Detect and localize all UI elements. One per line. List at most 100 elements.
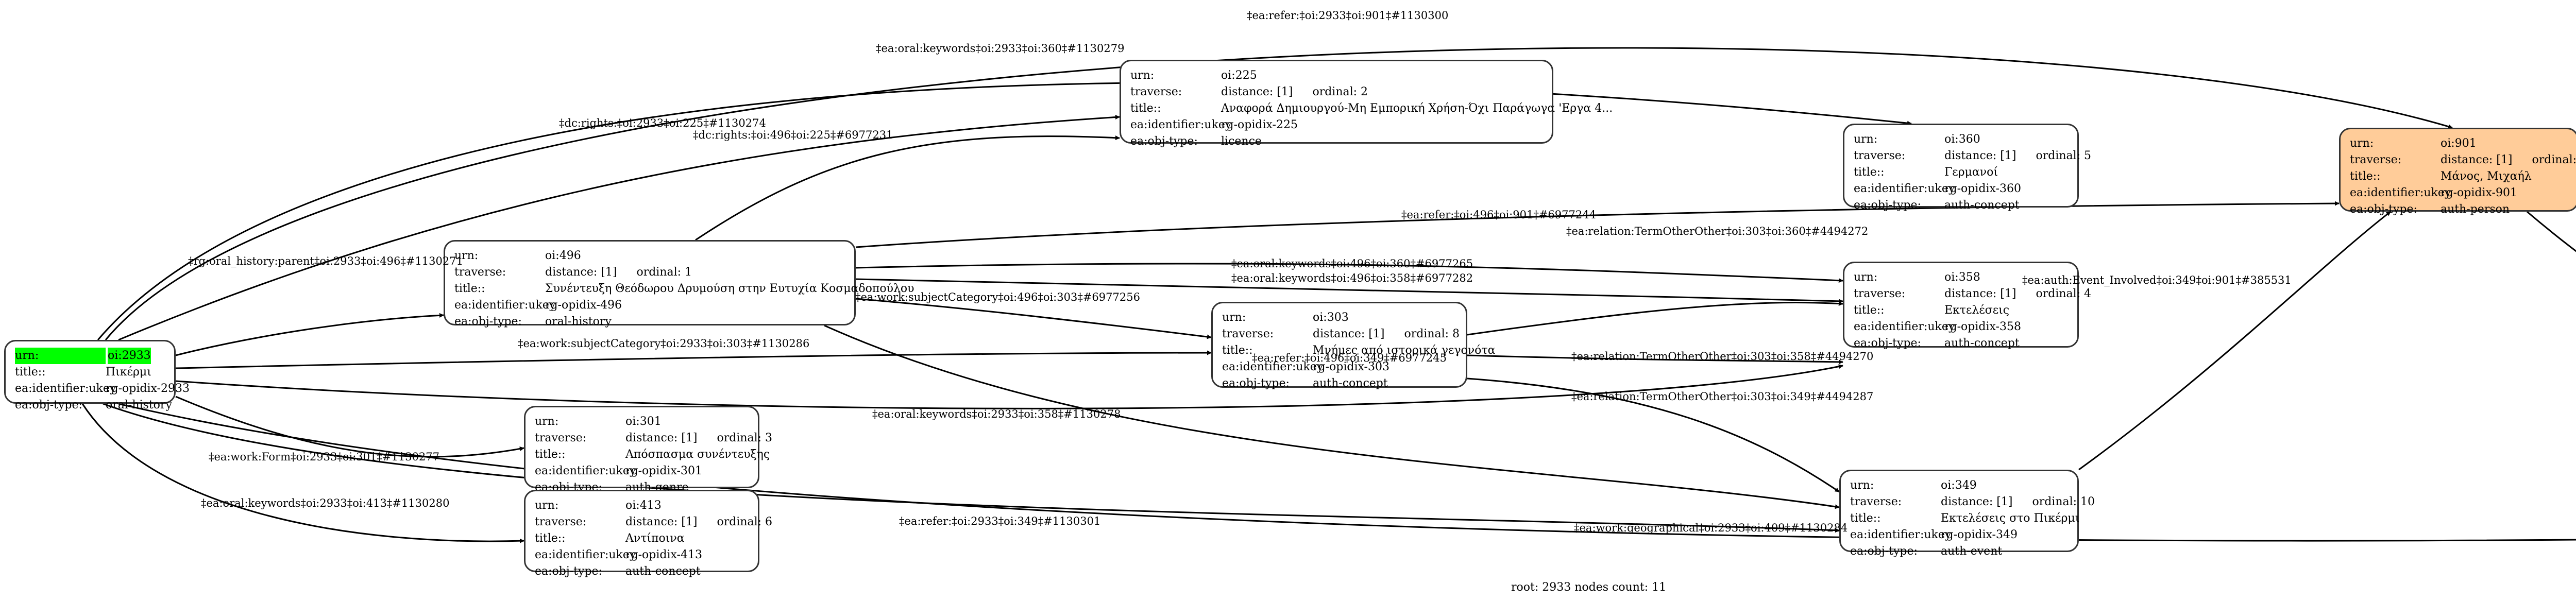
node-row-urn: urn: oi:496 [454,248,845,264]
ukey-label: ea:identifier:ukey [1850,528,1952,541]
edge-label: ‡ea:work:subjectCategory‡oi:2933‡oi:303‡… [518,337,810,350]
title-value: Μνήμες από ιστορικά γεγονότα [1313,344,1496,357]
urn-value: oi:301 [625,415,662,428]
node-row-traverse: traverse:distance: [1]ordinal: 9 [2350,152,2576,168]
urn-value: oi:303 [1313,311,1349,324]
title-value: Συνέντευξη Θεόδωρου Δρυμούση στην Ευτυχί… [545,282,914,295]
node-oi-301[interactable]: urn: oi:301 traverse:distance: [1]ordinal:… [524,406,772,494]
ukey-label: ea:identifier:ukey [454,299,556,312]
edge-label: ‡ea:auth:Event_Involved‡oi:349‡oi:901‡#3… [2022,274,2292,286]
obj-type-value: oral-history [545,315,612,328]
ukey-value: rg-opidix-349 [1941,528,2018,541]
node-row-title: title::Μνήμες από ιστορικά γεγονότα [1222,342,1495,359]
obj-type-value: oral-history [106,399,172,411]
node-row-urn: urn:oi:360 [1854,131,2068,148]
edge-496-to-225 [695,135,1120,241]
urn-value: oi:413 [625,499,662,512]
ordinal-value: ordinal: 6 [717,516,773,528]
edge-label: ‡ea:oral:keywords‡oi:496‡oi:360‡#6977265 [1231,257,1473,270]
ukey-label: ea:identifier:ukey [1854,182,1955,195]
urn-label: urn: [2350,137,2374,150]
urn-label: urn: [535,415,559,428]
title-label: title:: [15,366,46,379]
obj-type-value: auth-concept [1944,199,2020,212]
edge-label: ‡ea:oral:keywords‡oi:2933‡oi:358‡#113027… [872,408,1121,420]
urn-value: oi:2933 [108,348,151,364]
traverse-value: distance: [1] [1941,495,2013,508]
urn-label: urn: [1850,479,1874,492]
node-row-urn: urn:oi:225 [1130,67,1543,84]
node-row-traverse: traverse:distance: [1]ordinal: 1 [454,264,845,281]
node-oi-901[interactable]: urn: oi:901 traverse:distance: [1]ordinal:… [2339,128,2576,216]
edge-303-to-349 [1467,377,1840,493]
title-label: title:: [535,532,566,545]
edge-2933-to-413 [81,403,524,543]
title-label: title:: [1850,512,1881,525]
node-row-traverse: traverse:distance: [1]ordinal: 6 [535,514,772,530]
title-value: Αντίποινα [625,532,685,545]
node-row-title: title::Γερμανοί [1854,164,2068,181]
edge-label: ‡ea:oral:keywords‡oi:2933‡oi:413‡#113028… [201,497,450,509]
node-oi-496[interactable]: urn: oi:496 traverse:distance: [1]ordinal:… [444,240,914,328]
urn-label: urn: [1854,271,1878,284]
edge-349-to-901 [2078,211,2391,471]
node-row-urn: urn:oi:349 [1850,477,2068,494]
urn-value: oi:496 [545,249,581,262]
edge-label: ‡ea:refer:‡oi:2933‡oi:349‡#1130301 [899,515,1101,527]
edge-label: ‡ea:relation:TermOtherOther‡oi:303‡oi:36… [1566,225,1869,237]
title-value: Απόσπασμα συνέντευξης [625,448,770,461]
urn-value: oi:358 [1944,271,1980,284]
ordinal-value: ordinal: 2 [1312,85,1368,98]
edge-label: ‡ea:oral:keywords‡oi:496‡oi:358‡#6977282 [1231,272,1473,284]
obj-type-label: ea:obj-type: [2350,203,2417,216]
obj-type-value: auth-event [1941,545,2003,558]
urn-label: urn: [15,348,106,364]
traverse-label: traverse: [1130,85,1182,98]
node-row-title: title::Εκτελέσεις στο Πικέρμι [1850,510,2079,527]
obj-type-label: ea:obj-type: [1130,135,1198,148]
edge-901-to-409 [2527,211,2576,252]
node-row-obj-type: ea:obj-type:auth-person [2350,201,2568,218]
node-row-title: title::Εκτελέσεις [1854,302,2068,319]
edge-2933-to-303 [175,350,1212,369]
title-label: title:: [1130,102,1161,115]
obj-type-value: auth-concept [625,565,701,578]
edge-label: ‡ea:relation:TermOtherOther‡oi:303‡oi:34… [1571,390,1874,403]
node-row-traverse: traverse:distance: [1]ordinal: 3 [535,430,772,447]
obj-type-label: ea:obj-type: [15,399,82,411]
ordinal-value: ordinal: 8 [1404,328,1460,340]
ukey-label: ea:identifier:ukey [535,548,636,561]
title-value: Αναφορά Δημιουργού-Μη Εμπορική Χρήση-Όχι… [1221,102,1613,115]
title-value: Εκτελέσεις στο Πικέρμι [1941,512,2080,525]
obj-type-value: auth-concept [1313,377,1388,390]
ordinal-value: ordinal: 9 [2532,153,2576,166]
edge-2933-to-409 [118,403,2576,542]
graph-footer: root: 2933 nodes count: 11 [1511,581,1667,594]
title-label: title:: [535,448,566,461]
edge-2933-to-358 [175,364,1843,409]
ukey-value: rg-opidix-358 [1944,320,2021,333]
node-row-obj-type: ea:obj-type:auth-concept [1222,375,1456,392]
edge-303-to-360 [1467,301,1843,336]
node-row-obj-type: ea:obj-type:auth-concept [1854,197,2068,214]
edge-label: ‡ea:work:geographical‡oi:2933‡oi:409‡#11… [1574,522,1848,534]
urn-label: urn: [454,249,479,262]
node-oi-358[interactable]: urn: oi:358 traverse:distance: [1]ordinal:… [1843,262,2091,350]
traverse-value: distance: [1] [1313,328,1385,340]
ukey-value: rg-opidix-225 [1221,118,1298,131]
edge-2933-to-349 [103,403,1840,533]
node-row-urn: urn: oi:901 [2350,135,2568,152]
urn-value: oi:901 [2441,137,2477,150]
node-row-traverse: traverse:distance: [1]ordinal: 4 [1854,286,2091,302]
